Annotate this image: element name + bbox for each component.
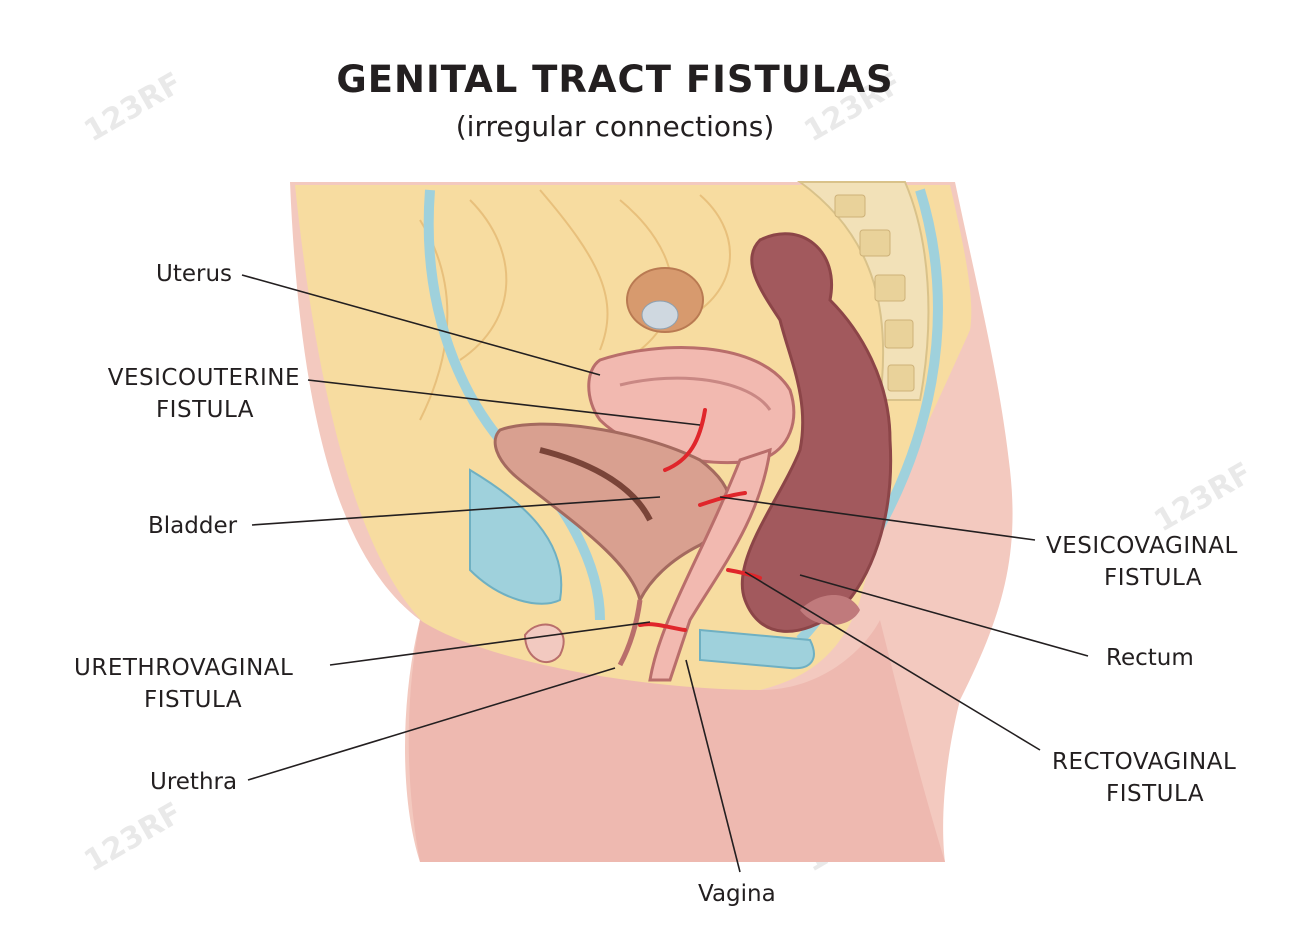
label-line: VESICOUTERINE [107,365,300,391]
label-line: FISTULA [1104,565,1203,591]
thigh [408,620,945,862]
label-vesicouterine-fistula: VESICOUTERINE FISTULA [70,362,300,426]
diagram-title: GENITAL TRACT FISTULAS [336,58,894,101]
label-vagina: Vagina [698,881,776,907]
label-urethrovaginal-fistula: URETHROVAGINAL FISTULA [74,652,324,716]
diagram-subtitle: (irregular connections) [455,110,775,143]
label-line: RECTOVAGINAL [1052,749,1237,775]
label-line: URETHROVAGINAL [74,655,294,681]
pubic-bone [523,623,565,664]
label-rectum: Rectum [1106,645,1194,671]
label-uterus: Uterus [156,261,233,287]
label-rectovaginal-fistula: RECTOVAGINAL FISTULA [1052,746,1282,810]
rectum [740,232,893,633]
label-urethra: Urethra [150,769,238,795]
urethra-tube [617,599,643,667]
label-bladder: Bladder [148,513,238,539]
clitoral-vessel [699,628,815,670]
vagina-canal [648,447,772,682]
label-line: FISTULA [155,397,255,423]
label-line: VESICOVAGINAL [1046,533,1238,559]
pubic-vessel [469,468,563,605]
leader-lines [241,274,1089,873]
label-vesicovaginal-fistula: VESICOVAGINAL FISTULA [1046,530,1276,594]
label-line: FISTULA [144,687,243,713]
label-line: FISTULA [1106,781,1205,807]
